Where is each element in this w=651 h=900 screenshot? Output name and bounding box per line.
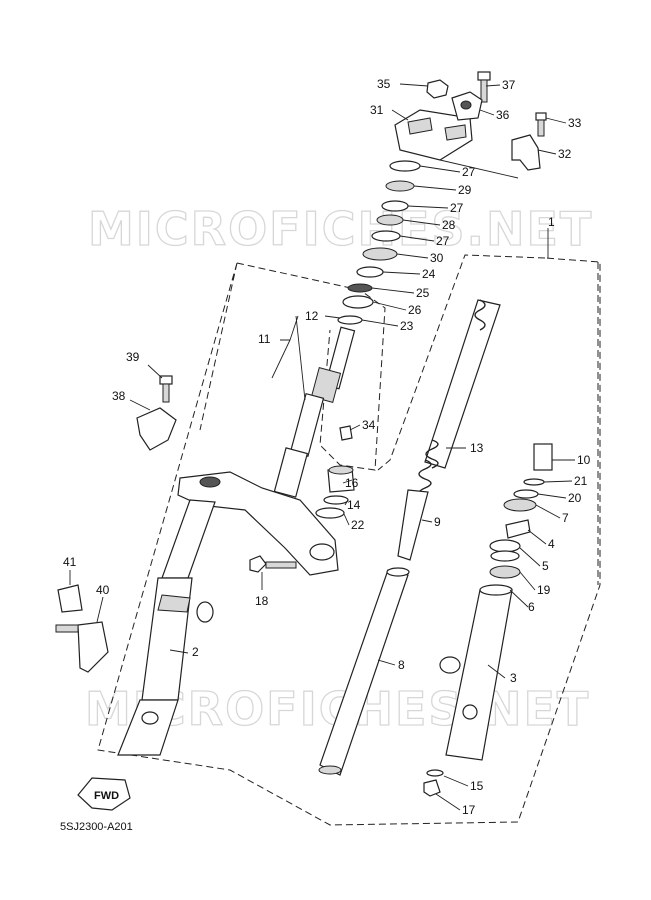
- callout-1: 1: [548, 215, 555, 229]
- fwd-label: FWD: [94, 790, 119, 802]
- callout-39: 39: [126, 350, 140, 364]
- callout-7: 7: [562, 511, 569, 525]
- bolt-33: [535, 112, 547, 137]
- washer-22: [315, 507, 345, 519]
- callout-28: 28: [442, 218, 456, 232]
- callout-38: 38: [112, 389, 126, 403]
- callout-12: 12: [305, 309, 319, 323]
- callout-6: 6: [528, 600, 535, 614]
- callout-23: 23: [400, 319, 414, 333]
- callout-15: 15: [470, 779, 484, 793]
- guide-38: [136, 407, 177, 451]
- inner-tube: [397, 299, 501, 561]
- under-bracket: [177, 471, 339, 576]
- callout-32: 32: [558, 147, 572, 161]
- callout-36: 36: [496, 108, 510, 122]
- callout-34: 34: [362, 418, 376, 432]
- o-ring-14: [323, 495, 349, 505]
- cap-bolt-16: [327, 465, 355, 493]
- callout-5: 5: [542, 559, 549, 573]
- bracket-41: [57, 584, 83, 613]
- callout-24: 24: [422, 267, 436, 281]
- assembly-outline-right: [377, 254, 599, 585]
- watermark-top: MICROFICHES.NET: [88, 202, 593, 256]
- callout-22: 22: [351, 518, 365, 532]
- callout-25: 25: [416, 286, 430, 300]
- pin-34: [339, 425, 353, 441]
- callout-11: 11: [258, 332, 271, 346]
- callout-3: 3: [510, 671, 517, 685]
- handlebar-holder-upper: [394, 109, 519, 179]
- fork-tube-8: [318, 567, 410, 776]
- callout-41: 41: [63, 555, 77, 569]
- callout-35: 35: [377, 77, 391, 91]
- callout-17: 17: [462, 803, 476, 817]
- outer-tube-left: [117, 499, 216, 756]
- holder-36: [451, 91, 483, 121]
- callout-2: 2: [192, 645, 199, 659]
- bolt-37: [477, 71, 491, 103]
- gasket-15: [426, 769, 444, 777]
- bolt-39: [159, 375, 173, 403]
- callout-16: 16: [345, 476, 359, 490]
- callout-29: 29: [458, 183, 472, 197]
- leader-lines: [69, 83, 575, 811]
- callout-31: 31: [370, 103, 384, 117]
- nut-35: [426, 79, 449, 99]
- bolt-17: [423, 779, 441, 797]
- diagram-code: 5SJ2300-A201: [60, 821, 133, 833]
- steering-stem: [273, 326, 356, 498]
- bracket-32: [511, 134, 541, 171]
- callout-40: 40: [96, 583, 110, 597]
- callout-18: 18: [255, 594, 269, 608]
- callout-33: 33: [568, 116, 582, 130]
- callout-27-a: 27: [462, 165, 476, 179]
- callout-14: 14: [347, 498, 361, 512]
- callout-26: 26: [408, 303, 422, 317]
- callout-27-c: 27: [436, 234, 450, 248]
- callout-4: 4: [548, 537, 555, 551]
- bracket-40: [55, 621, 109, 673]
- callout-13: 13: [470, 441, 484, 455]
- callout-27-b: 27: [450, 201, 464, 215]
- outer-tube-right: [439, 584, 513, 761]
- callout-8: 8: [398, 658, 405, 672]
- callout-21: 21: [574, 474, 588, 488]
- callout-labels: 35 37 31 36 33 32 27 29 27 28 27 30 24 2…: [63, 77, 591, 817]
- slide-metal-stack: [489, 443, 553, 579]
- callout-19: 19: [537, 583, 551, 597]
- steering-stack: [337, 160, 421, 325]
- callout-20: 20: [568, 491, 582, 505]
- callout-37: 37: [502, 78, 516, 92]
- callout-30: 30: [430, 251, 444, 265]
- callout-10: 10: [577, 453, 591, 467]
- bolt-18: [249, 555, 297, 573]
- fwd-arrow: FWD: [77, 777, 131, 811]
- callout-9: 9: [434, 515, 441, 529]
